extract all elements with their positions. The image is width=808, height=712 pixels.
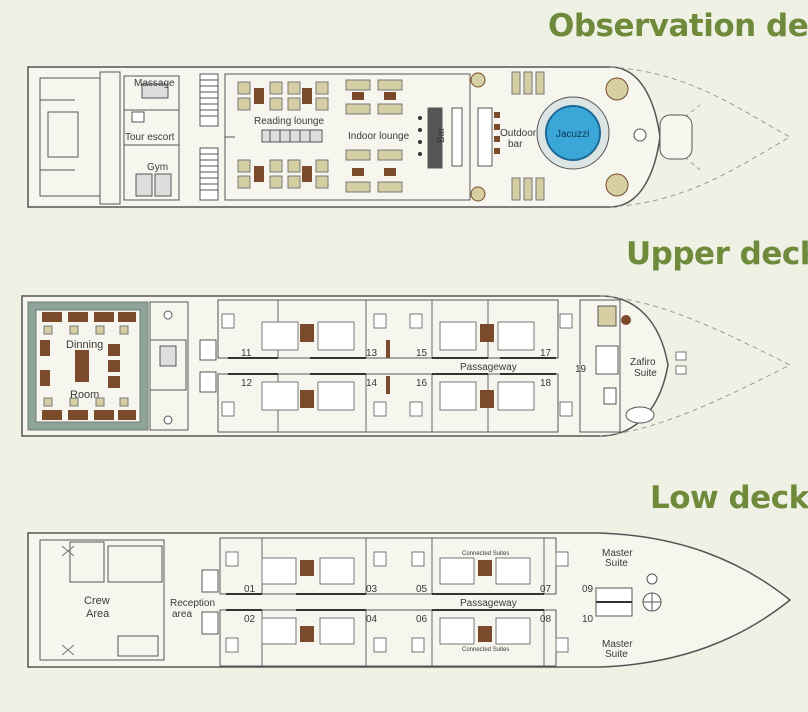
connected-suites-bottom: Connected Suites [462, 647, 509, 653]
reading-lounge-label: Reading lounge [254, 116, 324, 127]
observation-deck [27, 66, 792, 208]
cabin-03: 03 [366, 584, 378, 595]
upper-passageway-label: Passageway [460, 362, 517, 373]
low-labels: Crew Area Reception area Passageway Conn… [84, 548, 633, 660]
reception-area-label: area [172, 609, 192, 620]
cabin-17: 17 [540, 348, 552, 359]
cabin-05: 05 [416, 584, 428, 595]
cabin-12: 12 [241, 378, 253, 389]
tour-escort-label: Tour escort [125, 132, 175, 143]
cabin-16: 16 [416, 378, 428, 389]
observation-labels: Massage Tour escort Gym Reading lounge I… [125, 78, 589, 173]
bar-label: Bar [436, 127, 447, 143]
outdoor-bar-label-1: Outdoor [500, 128, 537, 139]
gym-label: Gym [147, 162, 168, 173]
upper-deck-title: Upper deck [626, 236, 808, 272]
indoor-lounge-label: Indoor lounge [348, 131, 410, 142]
reception-label: Reception [170, 598, 215, 609]
observation-deck-title: Observation deck [548, 8, 808, 44]
suite-label-bottom: Suite [605, 649, 628, 660]
cabin-07: 07 [540, 584, 552, 595]
upper-labels: Dinning Room Passageway Zafiro Suite 11 … [66, 339, 657, 401]
cabin-02: 02 [244, 614, 256, 625]
area-label: Area [86, 608, 110, 620]
master-label-top: Master [602, 548, 633, 559]
cabin-11: 11 [241, 348, 252, 359]
low-deck-title: Low deck [650, 480, 808, 516]
cabin-10: 10 [582, 614, 594, 625]
dinning-label: Dinning [66, 339, 103, 351]
master-label-bottom: Master [602, 639, 633, 650]
cabin-14: 14 [366, 378, 378, 389]
suite-label: Suite [634, 368, 657, 379]
massage-label: Massage [134, 78, 175, 89]
cabin-06: 06 [416, 614, 428, 625]
upper-deck [21, 295, 792, 437]
jacuzzi-label: Jacuzzi [556, 129, 589, 140]
outdoor-bar-label-2: bar [508, 139, 523, 150]
cabin-01: 01 [244, 584, 256, 595]
cabin-15: 15 [416, 348, 428, 359]
low-deck [27, 532, 792, 668]
cabin-13: 13 [366, 348, 378, 359]
room-label: Room [70, 389, 99, 401]
suite-label-top: Suite [605, 558, 628, 569]
zafiro-label: Zafiro [630, 357, 656, 368]
connected-suites-top: Connected Suites [462, 551, 509, 557]
crew-label: Crew [84, 595, 110, 607]
cabin-19: 19 [575, 364, 587, 375]
cabin-08: 08 [540, 614, 552, 625]
cabin-04: 04 [366, 614, 378, 625]
cabin-09: 09 [582, 584, 594, 595]
low-passageway-label: Passageway [460, 598, 517, 609]
cabin-18: 18 [540, 378, 552, 389]
